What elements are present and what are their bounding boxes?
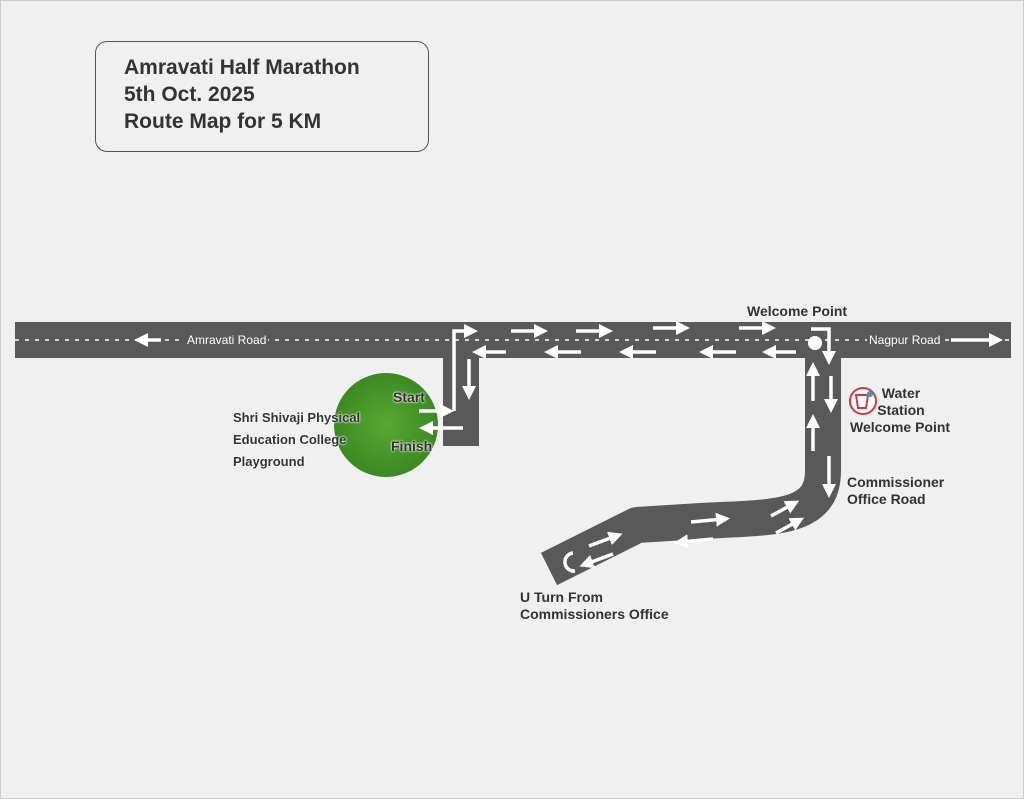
commissioner-road-label: Commissioner Office Road [847,474,944,508]
u-turn-icon [563,551,576,573]
route-subtitle: Route Map for 5 KM [124,110,322,133]
venue-playground [334,373,438,477]
start-label: Start [393,389,425,405]
commissioner-office-road [540,351,841,586]
finish-label: Finish [391,438,433,454]
route-arrows [134,321,1003,569]
venue-line: Playground [233,454,305,469]
water-station-line: Welcome Point [850,419,951,435]
water-station-icon [849,387,877,415]
start-connector-road [443,341,479,446]
amravati-road-label: Amravati Road [185,333,269,347]
welcome-point-marker [808,336,822,350]
venue-line: Shri Shivaji Physical [233,410,361,425]
main-road [15,322,1011,358]
event-date: 5th Oct. 2025 [124,83,255,106]
u-turn-line: U Turn From [520,589,603,605]
water-station-line: Water [881,385,921,401]
water-station-line: Station [877,402,925,418]
welcome-point-label: Welcome Point [747,303,848,319]
title-box: Amravati Half Marathon 5th Oct. 2025 Rou… [95,41,429,152]
road-label-line: Commissioner [847,474,945,490]
event-title: Amravati Half Marathon [124,56,360,79]
venue-label: Shri Shivaji Physical Education College … [233,407,360,473]
road-label-line: Office Road [847,491,926,507]
water-station-label: Water Station Welcome Point [850,385,961,436]
nagpur-road-label: Nagpur Road [867,333,943,347]
venue-line: Education College [233,432,347,447]
u-turn-line: Commissioners Office [520,606,669,622]
u-turn-label: U Turn From Commissioners Office [520,589,669,623]
